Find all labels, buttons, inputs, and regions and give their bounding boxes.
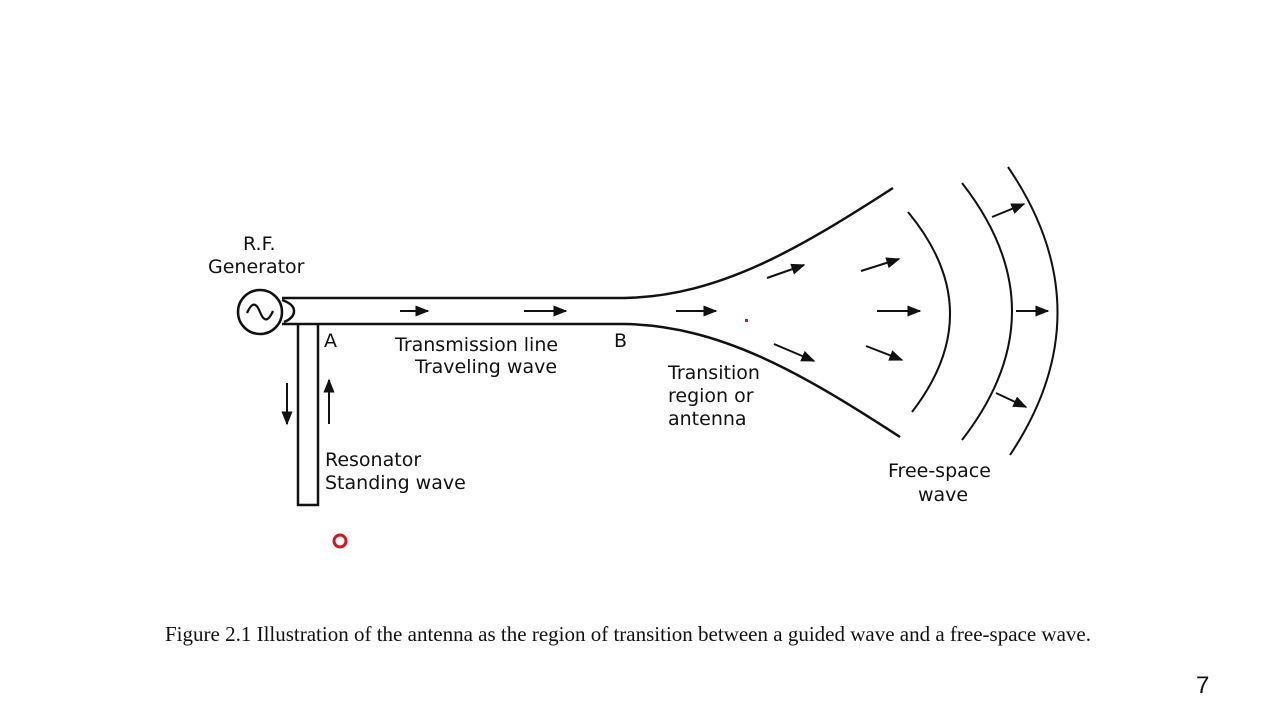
free-space-arrows	[991, 203, 1050, 408]
generator-circle	[236, 288, 284, 336]
resonator-label-line1: Resonator	[325, 449, 421, 471]
transition-label-line1: Transition	[667, 362, 760, 384]
cursor-ring-icon	[332, 533, 348, 549]
resonator-stub	[296, 324, 320, 507]
generator-label-line2: Generator	[208, 256, 305, 278]
transition-label-line3: antenna	[668, 408, 747, 430]
line-label-line2: Traveling wave	[414, 356, 557, 378]
transition-label-line2: region or	[668, 385, 754, 407]
pointer-dot	[745, 319, 748, 322]
point-a-label: A	[324, 330, 337, 352]
line-label-line1: Transmission line	[394, 334, 558, 356]
page-number: 7	[1196, 672, 1210, 699]
transition-arrows	[766, 257, 922, 362]
sine-wave-icon	[245, 303, 275, 321]
wavefronts	[907, 166, 1059, 456]
freespace-label-line1: Free-space	[888, 460, 991, 482]
rf-generator	[236, 288, 284, 336]
resonator-label-line2: Standing wave	[325, 472, 466, 494]
transmission-line	[281, 186, 901, 439]
generator-label-line1: R.F.	[243, 233, 275, 255]
figure-caption: Figure 2.1 Illustration of the antenna a…	[165, 622, 1091, 646]
point-b-label: B	[614, 330, 627, 352]
freespace-label-line2: wave	[918, 484, 968, 506]
